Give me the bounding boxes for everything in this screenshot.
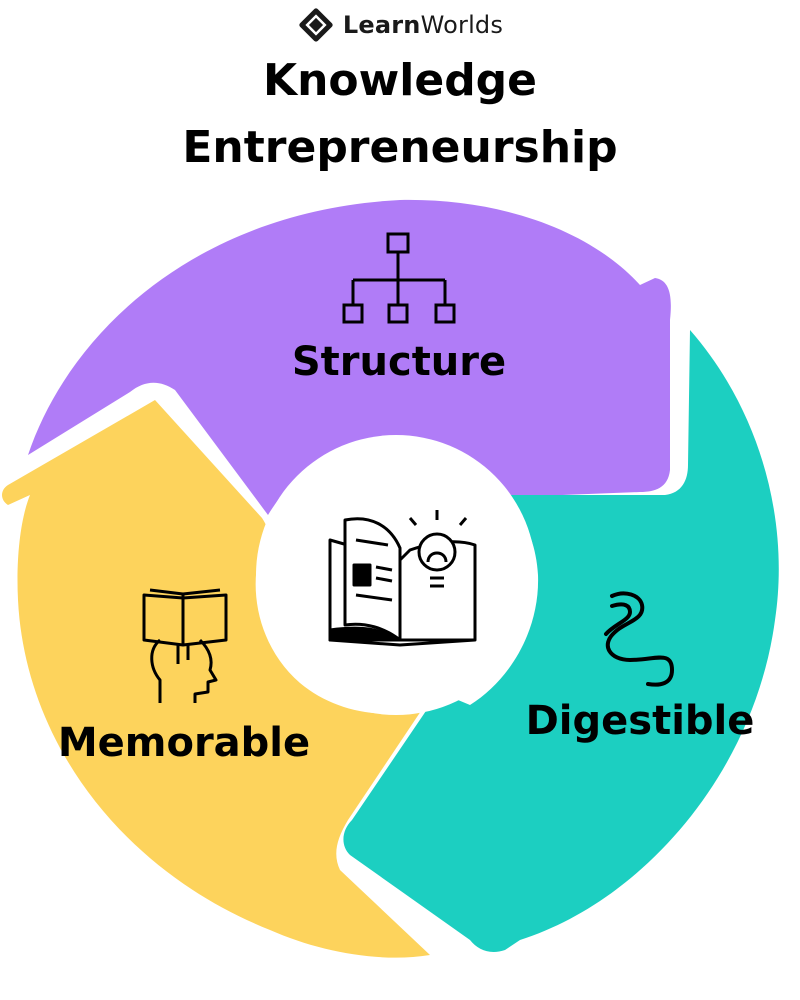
page-title-line1: Knowledge [262, 55, 538, 106]
learnworlds-logo-icon [299, 8, 333, 42]
digestible-segment [343, 330, 779, 952]
page-title-line2: Entrepreneurship [182, 122, 618, 173]
structure-label: Structure [292, 339, 506, 385]
brand-name: LearnWorlds [342, 11, 504, 39]
memorable-label: Memorable [58, 720, 310, 766]
hierarchy-icon [342, 232, 456, 324]
digestible-label: Digestible [526, 698, 755, 744]
book-head-icon [142, 588, 228, 703]
intestine-icon [604, 591, 675, 687]
structure-segment [28, 199, 671, 515]
brand: LearnWorlds [0, 6, 800, 44]
open-book-lightbulb-icon [328, 510, 477, 647]
